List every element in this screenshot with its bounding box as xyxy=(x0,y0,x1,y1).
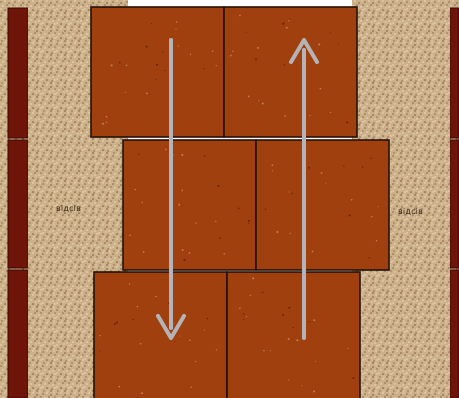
paving-slabs xyxy=(91,7,389,398)
paving-slab xyxy=(91,7,224,137)
border-brick xyxy=(8,140,28,268)
paving-slab xyxy=(123,140,256,270)
paving-slab xyxy=(224,7,357,137)
paving-slab xyxy=(256,140,389,270)
border-brick xyxy=(450,8,459,138)
border-brick xyxy=(8,8,28,138)
border-brick xyxy=(450,270,459,398)
border-brick xyxy=(450,140,459,268)
right-screening-label: відсів xyxy=(398,207,423,217)
left-screening-label: відсів xyxy=(56,204,81,214)
paving-slab xyxy=(227,272,360,398)
border-brick xyxy=(8,270,28,398)
left-border-bricks xyxy=(0,0,32,398)
paving-slab xyxy=(94,272,227,398)
